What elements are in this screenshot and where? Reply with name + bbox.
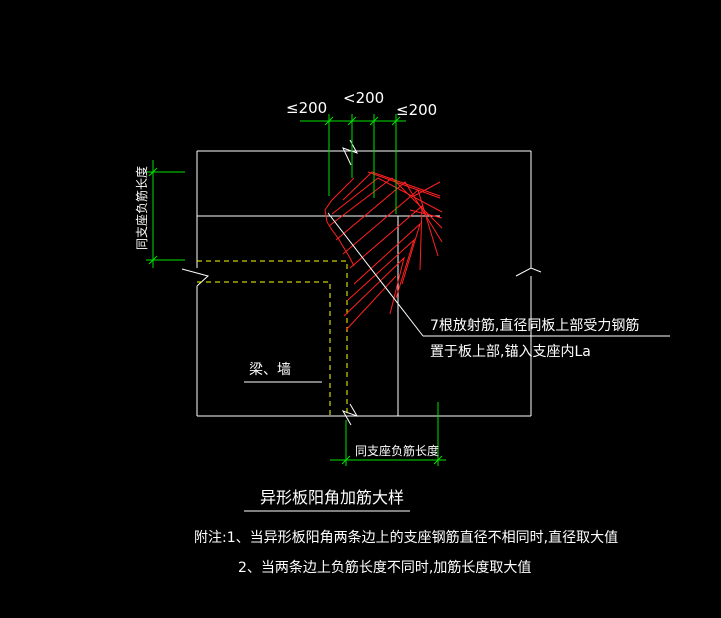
radial-rebars	[324, 171, 443, 331]
dim-left-label: ≤200	[286, 99, 327, 117]
leader-line	[327, 212, 424, 337]
beam-hidden-lines	[197, 260, 348, 416]
radial-bars-note-1: 7根放射筋,直径同板上部受力钢筋	[430, 317, 639, 334]
dimension-lines	[146, 114, 446, 466]
dim-right-label: ≤200	[396, 101, 437, 119]
vertical-dim-label: 同支座负筋长度	[134, 166, 149, 250]
bottom-dim-label: 同支座负筋长度	[355, 443, 439, 458]
page-title: 异形板阳角加筋大样	[260, 488, 404, 507]
support-label: 梁、墙	[249, 362, 291, 378]
note-line-2: 2、当两条边上负筋长度不同时,加筋长度取大值	[238, 559, 531, 576]
note-line-1: 附注:1、当异形板阳角两条边上的支座钢筋直径不相同时,直径取大值	[194, 529, 618, 546]
radial-bars-note-2: 置于板上部,锚入支座内La	[430, 344, 591, 360]
slab-outline	[181, 139, 542, 426]
dim-mid-label: <200	[343, 89, 384, 107]
